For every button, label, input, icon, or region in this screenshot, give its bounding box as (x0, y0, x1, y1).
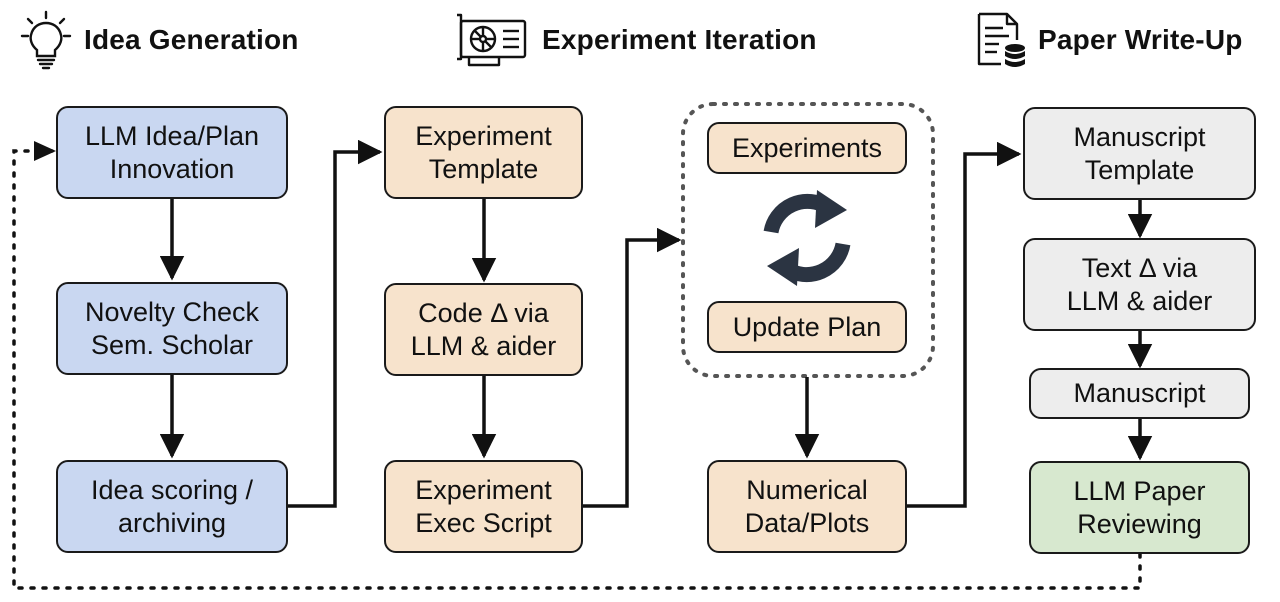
numerical-data-plots-box: Numerical Data/Plots (707, 460, 907, 553)
manuscript-box: Manuscript (1029, 368, 1250, 419)
feedback-arrowhead (34, 141, 56, 161)
experiments-box: Experiments (707, 122, 907, 174)
header-title: Experiment Iteration (542, 24, 817, 55)
iteration-loop-frame (681, 102, 935, 378)
header-title: Idea Generation (84, 24, 299, 55)
gpu-card-icon (452, 10, 532, 70)
arrow-numerical-to-manuscript-template (907, 141, 1022, 508)
experiment-exec-script-box: Experiment Exec Script (384, 460, 583, 553)
llm-paper-reviewing-box: LLM Paper Reviewing (1029, 461, 1250, 554)
experiment-template-box: Experiment Template (384, 106, 583, 199)
arrow-scoring-to-template (288, 139, 383, 508)
idea-scoring-box: Idea scoring / archiving (56, 460, 288, 553)
document-database-icon (972, 10, 1028, 70)
llm-idea-plan-box: LLM Idea/Plan Innovation (56, 106, 288, 199)
header-paper-write-up: Paper Write-Up (972, 8, 1243, 72)
code-delta-box: Code Δ via LLM & aider (384, 283, 583, 376)
lightbulb-icon (18, 10, 74, 70)
feedback-loop-arrow (12, 149, 1142, 590)
text-delta-box: Text Δ via LLM & aider (1023, 238, 1256, 331)
header-idea-generation: Idea Generation (18, 8, 299, 72)
refresh-cycle-icon (763, 190, 851, 286)
header-experiment-iteration: Experiment Iteration (452, 8, 817, 72)
novelty-check-box: Novelty Check Sem. Scholar (56, 282, 288, 375)
header-title: Paper Write-Up (1038, 24, 1243, 55)
arrow-exec-to-loop (583, 227, 682, 508)
update-plan-box: Update Plan (707, 301, 907, 353)
manuscript-template-box: Manuscript Template (1023, 107, 1256, 200)
